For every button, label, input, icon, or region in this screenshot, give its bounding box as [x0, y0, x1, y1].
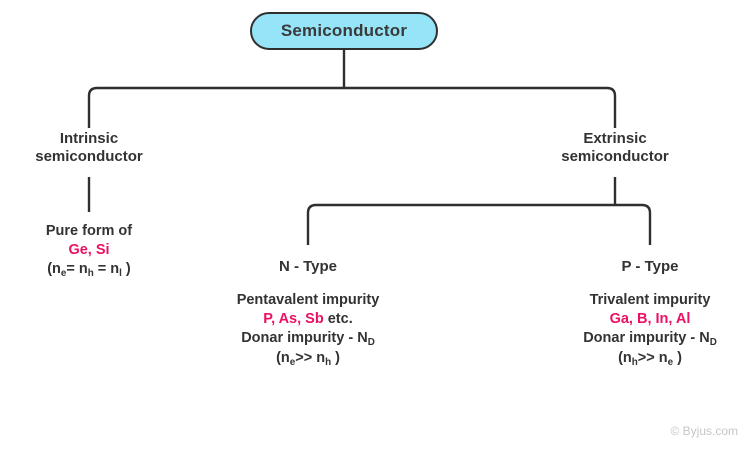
detail-n-type: Pentavalent impurity P, As, Sb etc. Dona… [178, 291, 438, 369]
watermark: © Byjus.com [670, 424, 738, 438]
node-n-type[interactable]: N - Type [198, 258, 418, 276]
n-type-elements-suffix: etc. [323, 311, 353, 327]
p-type-formula: (nh>> ne ) [618, 350, 682, 369]
n-type-formula: (ne>> nh ) [276, 350, 340, 369]
node-extrinsic-semiconductor[interactable]: Extrinsic semiconductor [500, 130, 730, 166]
p-type-elements: Ga, B, In, Al [609, 311, 691, 327]
intrinsic-pure-form-text: Pure form of [45, 223, 133, 239]
detail-p-type: Trivalent impurity Ga, B, In, Al Donar i… [520, 291, 750, 369]
node-extrinsic-label: Extrinsic semiconductor [561, 130, 669, 165]
intrinsic-formula: (ne= nh = nl ) [47, 261, 131, 280]
node-intrinsic-semiconductor[interactable]: Intrinsic semiconductor [0, 130, 178, 166]
intrinsic-elements: Ge, Si [68, 242, 110, 258]
node-n-type-label: N - Type [278, 258, 338, 275]
root-node-semiconductor[interactable]: Semiconductor [250, 12, 438, 50]
p-type-elements-line: Ga, B, In, Al [520, 310, 750, 329]
p-type-impurity-type: Trivalent impurity [589, 292, 711, 308]
n-type-elements: P, As, Sb [263, 311, 324, 327]
n-type-donor-subscript: D [367, 337, 375, 349]
node-p-type[interactable]: P - Type [540, 258, 750, 276]
p-type-donor-label: Donar impurity - ND [583, 330, 717, 349]
n-type-impurity-type: Pentavalent impurity [236, 292, 380, 308]
detail-intrinsic: Pure form of Ge, Si (ne= nh = nl ) [0, 222, 178, 280]
n-type-elements-line: P, As, Sb etc. [178, 310, 438, 329]
root-node-label: Semiconductor [280, 21, 408, 40]
n-type-donor-label: Donar impurity - ND [241, 330, 375, 349]
p-type-donor-subscript: D [709, 337, 717, 349]
node-intrinsic-label: Intrinsic semiconductor [35, 130, 143, 165]
node-p-type-label: P - Type [621, 258, 679, 275]
